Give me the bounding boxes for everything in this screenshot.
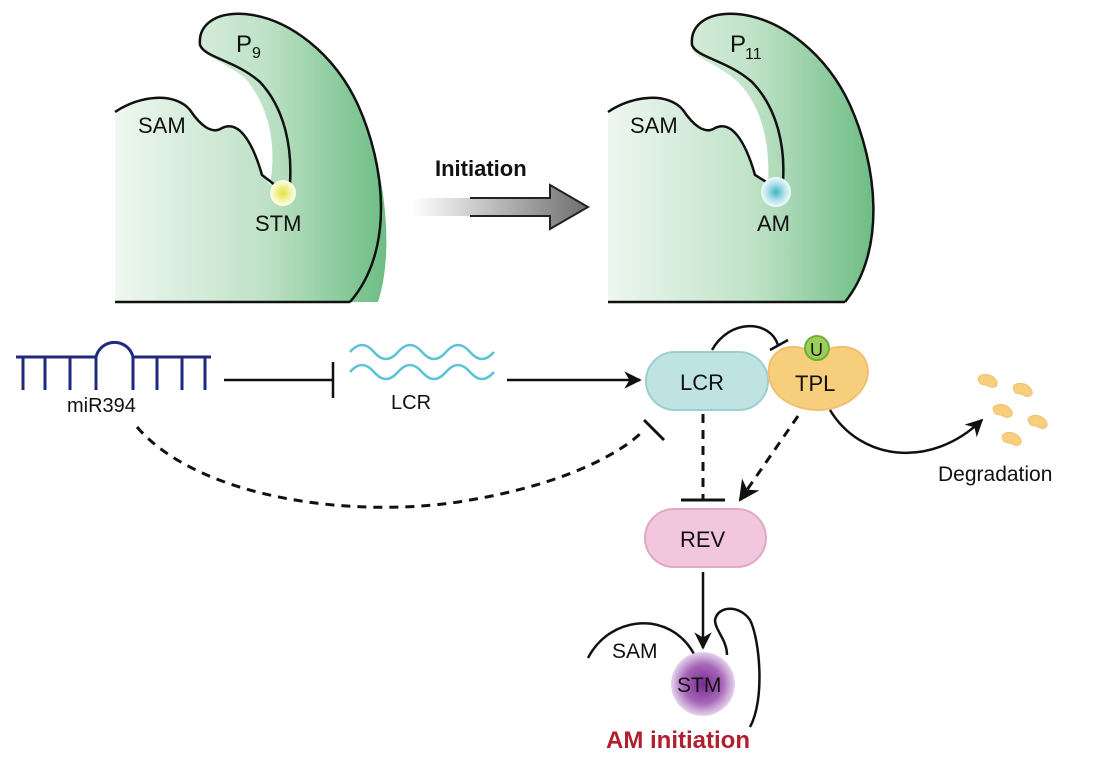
tissue-shape <box>608 13 874 302</box>
stm-label: STM <box>255 211 301 236</box>
rev-protein <box>644 508 767 568</box>
tpl-label: TPL <box>795 371 835 396</box>
sam-label: SAM <box>630 113 678 138</box>
am-label: AM <box>757 211 790 236</box>
primordium-label: P <box>730 31 746 58</box>
tissue-outline <box>114 12 383 304</box>
lcr-protein <box>645 351 769 411</box>
inhibition-lcr-tpl <box>710 324 789 352</box>
ubiquitin-tag <box>804 335 830 361</box>
degradation-arrow <box>828 409 984 455</box>
degradation-label: Degradation <box>938 463 1052 486</box>
lcr-mrna-label: LCR <box>391 392 431 414</box>
primordium-subscript: 9 <box>252 45 261 62</box>
am-initiation-label: AM initiation <box>606 727 750 754</box>
am-spot <box>761 177 791 207</box>
activation-tpl-rev <box>738 415 800 502</box>
sam-label: SAM <box>138 113 186 138</box>
primordium-subscript: 11 <box>745 46 762 63</box>
primordium-label: P <box>236 31 252 58</box>
rev-label: REV <box>680 527 726 552</box>
stm-spot <box>270 180 296 206</box>
initiation-arrow-shape <box>412 185 588 229</box>
stm-node-label: STM <box>677 674 721 697</box>
lcr-protein-label: LCR <box>680 370 724 395</box>
shoot-apex-before: P 9 SAM STM <box>114 12 387 304</box>
initiation-label: Initiation <box>435 156 527 181</box>
mir394-symbol <box>16 340 211 390</box>
lcr-mrna-symbol <box>349 343 495 381</box>
small-shoot-outline <box>586 607 761 728</box>
stm-node <box>671 652 735 716</box>
tissue-outline <box>607 12 875 304</box>
ubiquitin-label: U <box>810 340 823 360</box>
initiation-arrow: Initiation <box>412 156 590 231</box>
inhibition-mir394-lcr-protein <box>135 418 666 509</box>
shoot-apex-after: P 11 SAM AM <box>607 12 875 304</box>
tissue-shape <box>115 13 387 302</box>
inhibition-mir394-lcr <box>224 362 335 398</box>
mir394-label: miR394 <box>67 395 136 417</box>
inhibition-lcr-rev <box>681 414 725 502</box>
sam-small-label: SAM <box>612 640 658 663</box>
degraded-fragments <box>977 373 1048 446</box>
